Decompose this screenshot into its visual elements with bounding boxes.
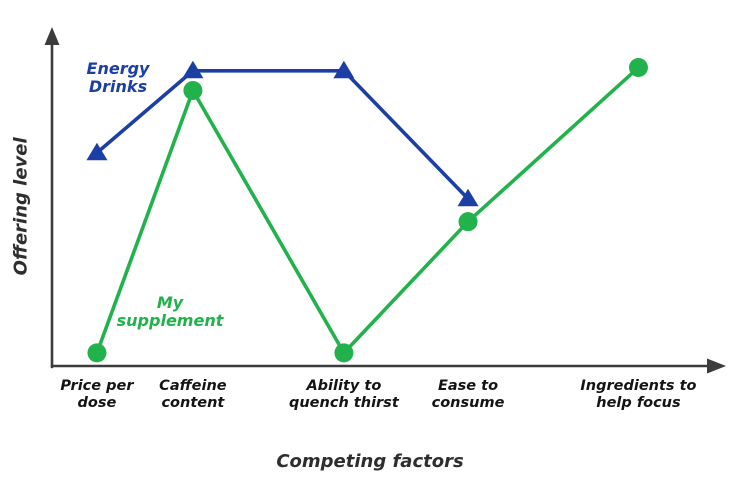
triangle-marker xyxy=(457,188,479,207)
series-label-my-supplement: My supplement xyxy=(116,293,224,331)
category-label: Price per dose xyxy=(60,378,134,411)
triangle-marker xyxy=(86,142,108,161)
category-label: Ingredients to help focus xyxy=(580,378,697,411)
series-label-energy-drinks: Energy Drinks xyxy=(86,59,150,97)
y-axis-title: Offering level xyxy=(10,137,32,276)
circle-marker xyxy=(334,343,354,363)
circle-marker xyxy=(87,343,107,363)
circle-marker xyxy=(183,80,203,100)
y-axis-arrowhead-icon xyxy=(44,27,60,45)
circle-marker xyxy=(458,212,478,232)
x-axis-arrowhead-icon xyxy=(707,358,726,374)
category-label: Ability to quench thirst xyxy=(288,378,399,411)
circle-marker xyxy=(628,58,648,78)
series-layer xyxy=(86,58,648,363)
category-label: Ease to consume xyxy=(431,378,505,411)
triangle-marker xyxy=(182,60,204,79)
x-axis-title: Competing factors xyxy=(276,451,464,472)
series-line-energy-drinks xyxy=(95,69,470,201)
triangle-marker xyxy=(333,60,355,79)
category-label: Caffeine content xyxy=(159,378,227,411)
